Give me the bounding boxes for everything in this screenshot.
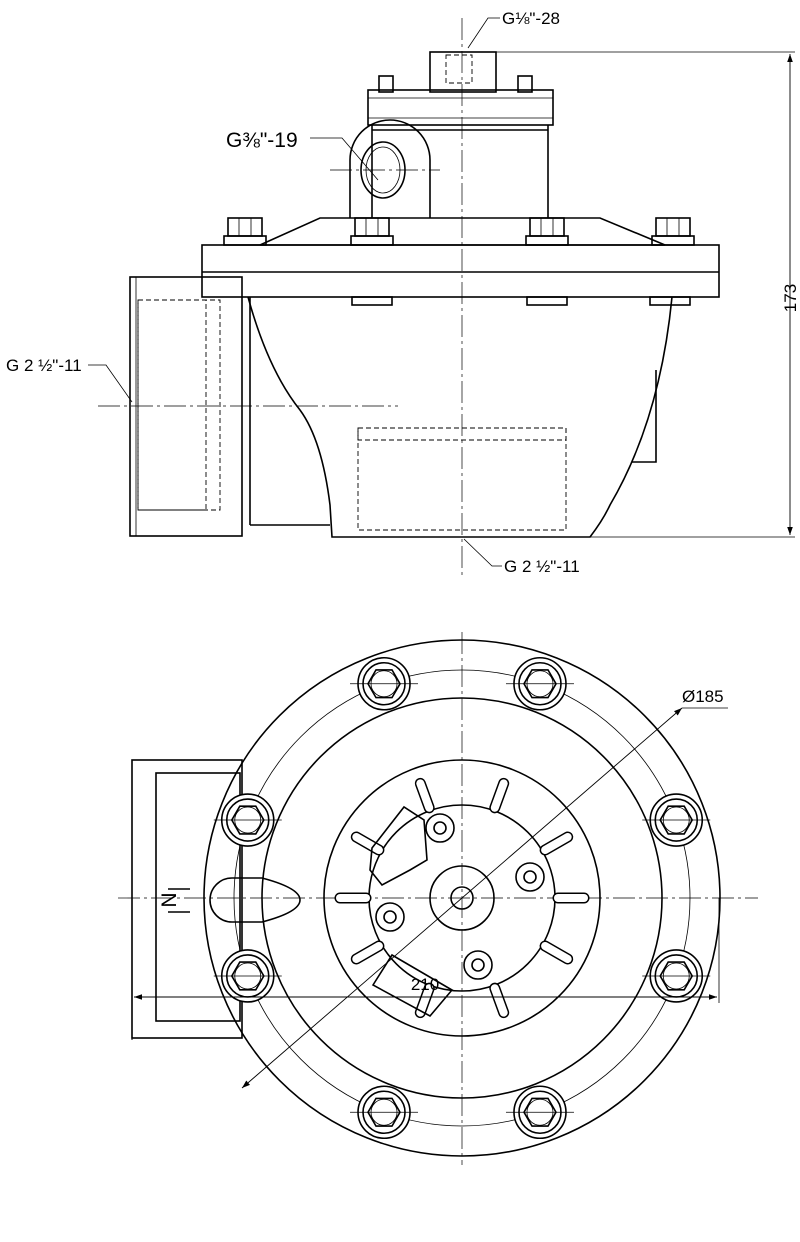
outlet-port-label: G 2 ½"-11	[504, 557, 580, 576]
diaphragm-cover	[259, 217, 666, 246]
flow-mark-letter: N	[158, 892, 181, 907]
inlet-hidden-thread	[137, 299, 221, 511]
flange-bolt	[350, 656, 419, 711]
valve-body	[247, 296, 673, 538]
side-port-label: G⅜"-19	[226, 129, 298, 152]
side-port-boss	[349, 119, 431, 218]
inlet-port-label: G 2 ½"-11	[6, 356, 82, 375]
top-view: N Ø185 210	[118, 632, 758, 1165]
flange-bolt	[505, 656, 574, 711]
pilot-port-label: G⅛"-28	[502, 9, 560, 28]
inlet-pipe	[129, 276, 243, 537]
side-view: 173 G⅛"-28 G⅜"-19 G 2 ½"-11 G 2 ½"-11	[6, 9, 800, 578]
flange-bolt	[350, 1085, 419, 1140]
flange	[201, 244, 720, 298]
pilot-cap-hidden-thread	[445, 54, 473, 84]
flange-bolt	[505, 1085, 574, 1140]
flange-bolts-top	[223, 217, 695, 246]
inlet-block-top-view	[131, 759, 243, 1039]
small-ports	[375, 813, 545, 980]
diameter-label: Ø185	[682, 687, 724, 706]
height-dimension-label: 173	[781, 284, 800, 312]
flow-mark: N	[158, 888, 190, 913]
width-dimension-label: 210	[411, 975, 439, 994]
inlet-tongue	[209, 877, 301, 923]
pilot-cap	[429, 51, 497, 93]
valve-cover	[367, 89, 554, 126]
